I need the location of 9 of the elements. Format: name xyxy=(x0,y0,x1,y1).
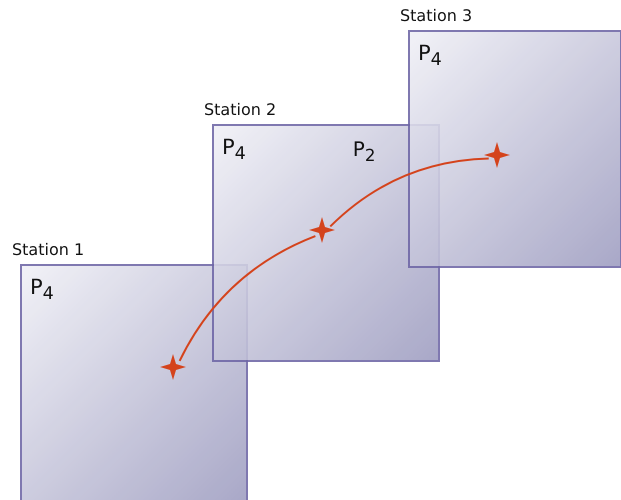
curve-path xyxy=(330,158,489,228)
curve-path xyxy=(178,235,316,362)
region-label: P$_{4}$ xyxy=(30,274,54,306)
station-label: Station 2 xyxy=(204,100,276,120)
station-label: Station 3 xyxy=(400,6,472,26)
region-label: P$_{4}$ xyxy=(222,134,246,166)
station-label: Station 1 xyxy=(12,240,84,260)
region-label: P$_{4}$ xyxy=(418,40,442,72)
edge-label: P$_{2}$ xyxy=(352,136,376,167)
